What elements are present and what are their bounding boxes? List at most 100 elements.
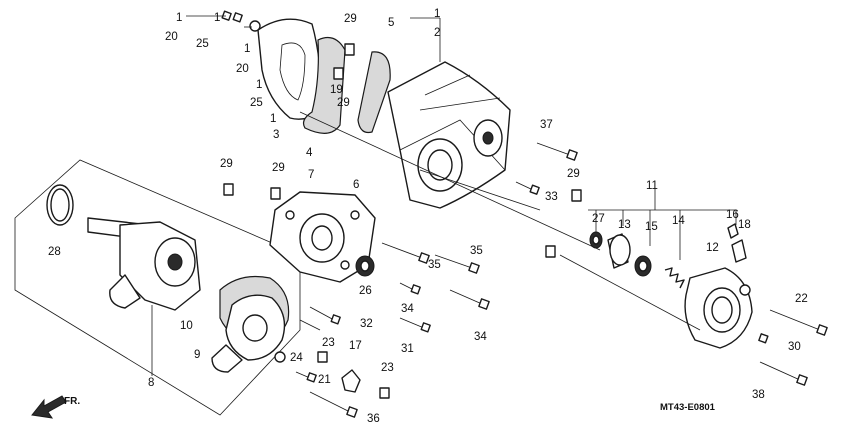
- collar-23: [317, 351, 328, 363]
- gasket-4: [302, 37, 346, 134]
- sensor-18: [731, 239, 747, 263]
- callout-25: 25: [250, 97, 263, 109]
- pump-cover-boss: [242, 314, 268, 342]
- callout-1: 1: [434, 8, 440, 20]
- callout-22: 22: [795, 293, 808, 305]
- drawing-code: MT43-E0801: [660, 402, 716, 413]
- bolt-36: [309, 391, 358, 418]
- bolt-21: [295, 371, 317, 383]
- o-ring-27-inner: [592, 235, 600, 245]
- callout-29: 29: [337, 97, 350, 109]
- bolt-20: [221, 10, 243, 23]
- callout-34: 34: [474, 331, 487, 343]
- callout-29: 29: [272, 162, 285, 174]
- callout-4: 4: [306, 147, 313, 159]
- front-arrow-icon: [31, 395, 67, 419]
- callout-27: 27: [592, 213, 605, 225]
- sensor-16: [727, 223, 739, 239]
- callout-34: 34: [401, 303, 414, 315]
- callout-24: 24: [290, 352, 303, 364]
- callout-31: 31: [401, 343, 414, 355]
- bolt-32: [309, 306, 341, 325]
- callout-10: 10: [180, 320, 193, 332]
- callout-29: 29: [567, 168, 580, 180]
- o-ring-28-inner: [50, 188, 70, 222]
- dowel-29: [545, 245, 556, 258]
- impeller-hub: [167, 253, 183, 271]
- callout-1: 1: [214, 12, 220, 24]
- housing-ribs: [419, 74, 501, 111]
- assembly-line: [559, 254, 701, 331]
- bolt-34b: [449, 289, 490, 310]
- leader-32: [299, 319, 321, 331]
- callout-18: 18: [738, 219, 751, 231]
- callout-12: 12: [706, 242, 719, 254]
- clamp-17: [341, 369, 361, 393]
- bolt-37: [536, 142, 578, 161]
- callout-1: 1: [176, 12, 182, 24]
- spring-14: [664, 267, 685, 289]
- callout-19: 19: [330, 84, 343, 96]
- cover-plate-3-inner: [279, 42, 306, 101]
- callout-20: 20: [165, 31, 178, 43]
- bolt-38: [759, 361, 808, 386]
- callout-5: 5: [388, 17, 394, 29]
- callout-38: 38: [752, 389, 765, 401]
- callout-21: 21: [318, 374, 331, 386]
- cover-7-bore-inner: [311, 225, 333, 251]
- callout-20: 20: [236, 63, 249, 75]
- callout-15: 15: [645, 221, 658, 233]
- dowel-29: [223, 183, 234, 196]
- callout-28: 28: [48, 246, 61, 258]
- assembly-line: [299, 111, 601, 251]
- housing-boss-hole: [482, 131, 494, 145]
- callout-29: 29: [344, 13, 357, 25]
- bolt-31: [399, 317, 431, 333]
- callout-14: 14: [672, 215, 685, 227]
- callout-36: 36: [367, 413, 380, 425]
- callout-26: 26: [359, 285, 372, 297]
- bolt-30: [758, 333, 769, 344]
- callout-25: 25: [196, 38, 209, 50]
- callout-17: 17: [349, 340, 362, 352]
- callout-6: 6: [353, 179, 359, 191]
- callout-37: 37: [540, 119, 553, 131]
- bolt-33: [515, 181, 540, 195]
- callout-23: 23: [322, 337, 335, 349]
- thermo-housing-bore-inner: [711, 296, 733, 324]
- bolt-35b: [434, 254, 480, 274]
- oil-seal-26-hole: [360, 260, 370, 272]
- callout-35: 35: [470, 245, 483, 257]
- dowel-29: [344, 43, 355, 56]
- dowel-29: [270, 187, 281, 200]
- collar-23: [379, 387, 390, 399]
- callout-8: 8: [148, 377, 154, 389]
- washer-24: [274, 351, 286, 363]
- callout-1: 1: [256, 79, 262, 91]
- callout-1: 1: [270, 113, 276, 125]
- front-label: FR.: [64, 396, 80, 407]
- bolt-22: [769, 309, 828, 336]
- pump-cover-outlet: [211, 344, 243, 373]
- callout-13: 13: [618, 219, 631, 231]
- callout-33: 33: [545, 191, 558, 203]
- callout-23: 23: [381, 362, 394, 374]
- callout-9: 9: [194, 349, 200, 361]
- callout-32: 32: [360, 318, 373, 330]
- callout-11: 11: [646, 180, 658, 192]
- callout-3: 3: [273, 129, 279, 141]
- pump-outlet: [109, 274, 141, 309]
- dowel-29: [571, 189, 582, 202]
- cover-7-bolthole: [285, 210, 295, 220]
- housing-port-inner: [427, 149, 453, 181]
- callout-7: 7: [308, 169, 314, 181]
- callout-35: 35: [428, 259, 441, 271]
- group-frame-8: [14, 159, 301, 416]
- assembly-line: [419, 169, 541, 211]
- gasket-5: [357, 51, 391, 134]
- bolt-34a: [399, 282, 421, 295]
- thermo-housing-boss: [739, 284, 751, 296]
- callout-29: 29: [220, 158, 233, 170]
